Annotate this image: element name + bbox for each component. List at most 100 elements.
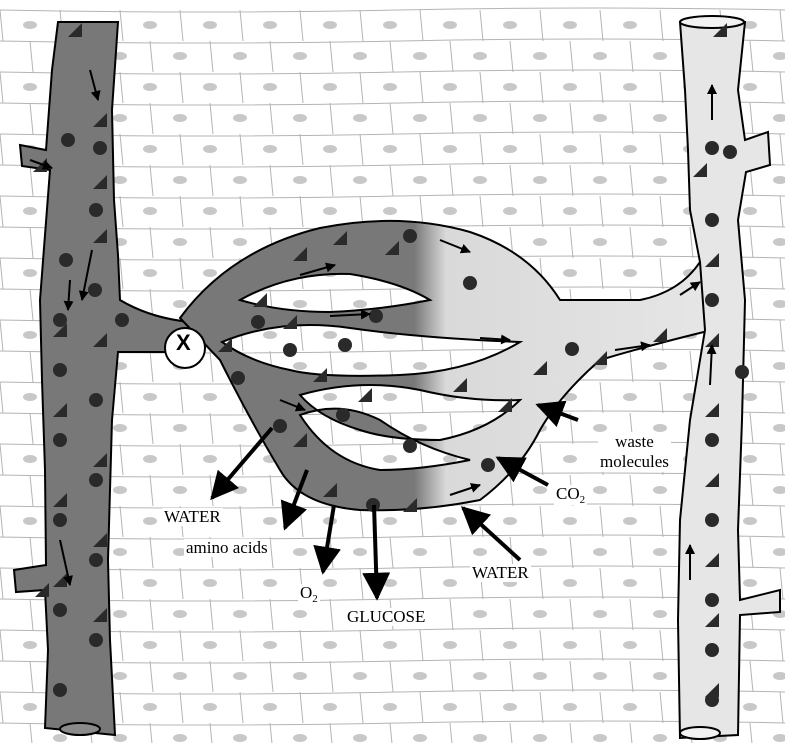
tissue-cell-wall bbox=[150, 537, 153, 568]
tissue-cell-wall bbox=[210, 165, 213, 196]
blood-particle-circle bbox=[53, 363, 67, 377]
tissue-cell-wall bbox=[420, 10, 423, 41]
tissue-cell-wall bbox=[570, 165, 573, 196]
tissue-cell-nucleus bbox=[23, 455, 37, 463]
tissue-cell-wall bbox=[0, 382, 3, 413]
tissue-cell-nucleus bbox=[743, 393, 757, 401]
tissue-cell-nucleus bbox=[353, 672, 367, 680]
tissue-cell-wall bbox=[120, 382, 123, 413]
tissue-cell-nucleus bbox=[413, 362, 427, 370]
tissue-cell-wall bbox=[300, 196, 303, 227]
tissue-cell-wall bbox=[420, 630, 423, 661]
blood-particle-circle bbox=[705, 643, 719, 657]
tissue-cell-nucleus bbox=[203, 579, 217, 587]
tissue-cell-nucleus bbox=[143, 641, 157, 649]
tissue-cell-wall bbox=[600, 506, 603, 537]
tissue-cell-wall bbox=[750, 103, 753, 134]
tissue-cell-nucleus bbox=[53, 734, 67, 742]
water-out-label: WATER bbox=[162, 508, 223, 526]
tissue-cell-wall bbox=[390, 537, 393, 568]
tissue-cell-wall bbox=[780, 72, 783, 103]
tissue-cell-nucleus bbox=[593, 238, 607, 246]
tissue-cell-wall bbox=[240, 10, 243, 41]
tissue-cell-nucleus bbox=[263, 207, 277, 215]
tissue-cell-wall bbox=[690, 351, 693, 382]
tissue-cell-nucleus bbox=[773, 362, 785, 370]
tissue-cell-wall bbox=[750, 289, 753, 320]
tissue-cell-nucleus bbox=[203, 703, 217, 711]
tissue-cell-nucleus bbox=[293, 610, 307, 618]
tissue-cell-wall bbox=[30, 537, 33, 568]
tissue-cell-wall bbox=[270, 103, 273, 134]
blood-particle-circle bbox=[53, 603, 67, 617]
tissue-cell-wall bbox=[780, 196, 783, 227]
blood-particle-circle bbox=[231, 371, 245, 385]
tissue-cell-wall bbox=[660, 692, 663, 723]
waste-label-line2: molecules bbox=[600, 452, 669, 472]
tissue-cell-nucleus bbox=[533, 610, 547, 618]
tissue-cell-nucleus bbox=[593, 52, 607, 60]
tissue-cell-wall bbox=[600, 258, 603, 289]
tissue-cell-wall bbox=[420, 506, 423, 537]
tissue-cell-nucleus bbox=[143, 455, 157, 463]
tissue-cell-nucleus bbox=[143, 517, 157, 525]
tissue-cell-nucleus bbox=[443, 145, 457, 153]
tissue-cell-nucleus bbox=[383, 393, 397, 401]
blood-particle-circle bbox=[115, 313, 129, 327]
tissue-cell-nucleus bbox=[503, 145, 517, 153]
tissue-cell-wall bbox=[330, 599, 333, 630]
blood-particle-circle bbox=[705, 513, 719, 527]
tissue-cell-nucleus bbox=[563, 269, 577, 277]
tissue-cell-wall bbox=[420, 72, 423, 103]
tissue-cell-nucleus bbox=[233, 486, 247, 494]
tissue-cell-nucleus bbox=[443, 83, 457, 91]
tissue-cell-wall bbox=[150, 227, 153, 258]
tissue-cell-nucleus bbox=[383, 641, 397, 649]
tissue-cell-nucleus bbox=[653, 734, 667, 742]
tissue-cell-wall bbox=[0, 72, 3, 103]
tissue-cell-nucleus bbox=[263, 331, 277, 339]
tissue-cell-nucleus bbox=[413, 672, 427, 680]
tissue-cell-wall bbox=[360, 72, 363, 103]
tissue-cell-nucleus bbox=[563, 517, 577, 525]
tissue-cell-nucleus bbox=[623, 393, 637, 401]
tissue-cell-nucleus bbox=[563, 21, 577, 29]
tissue-cell-nucleus bbox=[503, 641, 517, 649]
tissue-cell-wall bbox=[150, 661, 153, 692]
tissue-cell-wall bbox=[330, 165, 333, 196]
tissue-cell-wall bbox=[450, 41, 453, 72]
tissue-cell-wall bbox=[0, 134, 3, 165]
blood-particle-circle bbox=[89, 473, 103, 487]
tissue-cell-wall bbox=[630, 537, 633, 568]
tissue-cell-wall bbox=[450, 103, 453, 134]
tissue-cell-wall bbox=[480, 10, 483, 41]
tissue-cell-nucleus bbox=[623, 145, 637, 153]
tissue-cell-wall bbox=[600, 568, 603, 599]
oxygen-label: O2 bbox=[298, 584, 320, 604]
tissue-cell-nucleus bbox=[263, 703, 277, 711]
tissue-cell-wall bbox=[30, 351, 33, 382]
tissue-cell-wall bbox=[300, 10, 303, 41]
tissue-cell-wall bbox=[30, 289, 33, 320]
tissue-cell-wall bbox=[30, 413, 33, 444]
tissue-cell-nucleus bbox=[233, 424, 247, 432]
tissue-cell-wall bbox=[540, 692, 543, 723]
tissue-cell-nucleus bbox=[593, 548, 607, 556]
tissue-cell-nucleus bbox=[23, 703, 37, 711]
tissue-cell-wall bbox=[0, 568, 3, 599]
tissue-cell-nucleus bbox=[623, 21, 637, 29]
tissue-cell-nucleus bbox=[203, 207, 217, 215]
waste-molecules-label: waste molecules bbox=[598, 432, 671, 472]
tissue-cell-nucleus bbox=[563, 83, 577, 91]
tissue-cell-wall bbox=[240, 692, 243, 723]
tissue-cell-nucleus bbox=[23, 331, 37, 339]
tissue-cell-nucleus bbox=[353, 548, 367, 556]
tissue-cell-wall bbox=[300, 630, 303, 661]
tissue-cell-wall bbox=[210, 661, 213, 692]
tissue-cell-wall bbox=[390, 661, 393, 692]
tissue-row-line bbox=[0, 535, 785, 539]
tissue-cell-nucleus bbox=[533, 672, 547, 680]
tissue-cell-nucleus bbox=[593, 610, 607, 618]
tissue-cell-wall bbox=[510, 165, 513, 196]
tissue-cell-nucleus bbox=[233, 176, 247, 184]
